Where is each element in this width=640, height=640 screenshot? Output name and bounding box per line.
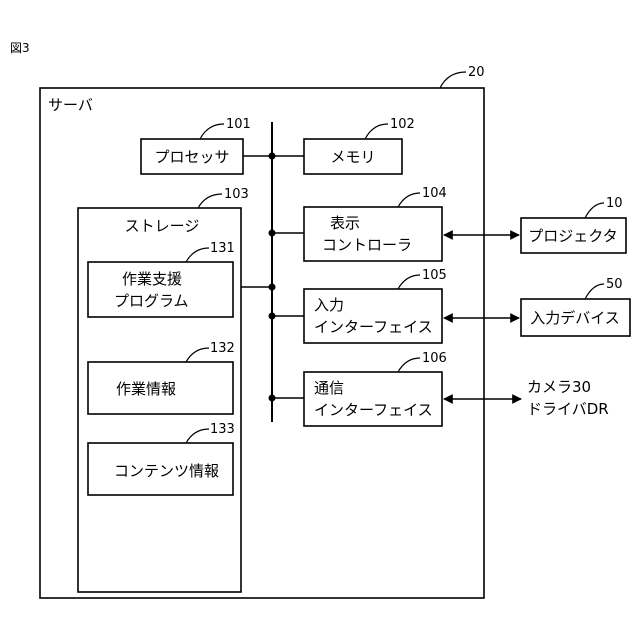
- content-info-ref: 133: [210, 422, 235, 437]
- projector-label: プロジェクタ: [528, 227, 617, 245]
- storage-ref: 103: [224, 187, 249, 202]
- input-device-label: 入力デバイス: [530, 309, 620, 327]
- comm-interface-ref: 106: [422, 351, 447, 366]
- input-interface-ref: 105: [422, 268, 447, 283]
- work-info-label: 作業情報: [116, 380, 176, 398]
- input-device-ref-leader: [585, 284, 604, 299]
- memory-ref: 102: [390, 117, 415, 132]
- camera-driver-line2: ドライバDR: [527, 400, 609, 418]
- memory-label: メモリ: [330, 148, 375, 166]
- work-support-program-line2: プログラム: [114, 292, 189, 310]
- work-info-ref: 132: [210, 341, 235, 356]
- comm-interface-line2: インターフェイス: [314, 401, 433, 419]
- input-interface-line1: 入力: [314, 296, 344, 314]
- display-controller-line2: コントローラ: [322, 236, 412, 254]
- server-ref: 20: [468, 65, 485, 80]
- display-controller-ref: 104: [422, 186, 447, 201]
- camera-driver-line1: カメラ30: [527, 378, 591, 396]
- work-support-program-ref: 131: [210, 241, 235, 256]
- content-info-label: コンテンツ情報: [114, 462, 219, 480]
- projector-ref: 10: [606, 196, 623, 211]
- server-ref-leader: [440, 72, 466, 88]
- server-label: サーバ: [48, 96, 93, 114]
- processor-ref: 101: [226, 117, 251, 132]
- input-device-ref: 50: [606, 277, 623, 292]
- display-controller-line1: 表示: [330, 214, 360, 232]
- processor-label: プロセッサ: [154, 148, 229, 166]
- comm-interface-line1: 通信: [314, 379, 344, 397]
- projector-ref-leader: [585, 203, 604, 218]
- figure-label: 図3: [10, 41, 30, 55]
- work-support-program-line1: 作業支援: [122, 270, 182, 288]
- input-interface-line2: インターフェイス: [314, 318, 433, 336]
- storage-label: ストレージ: [125, 217, 200, 235]
